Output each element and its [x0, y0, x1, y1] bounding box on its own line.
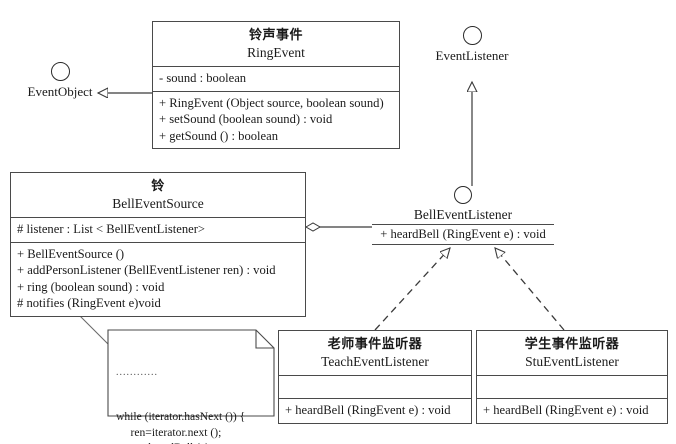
- operation-row: + setSound (boolean sound) : void: [159, 112, 333, 126]
- bell-event-source-operations: + BellEventSource () + addPersonListener…: [11, 241, 305, 316]
- event-listener-label: EventListener: [435, 48, 509, 63]
- interface-circle-icon: [50, 62, 70, 81]
- stu-event-listener-operations: + heardBell (RingEvent e) : void: [477, 398, 667, 423]
- ring-event-attributes: - sound : boolean: [153, 66, 399, 91]
- bell-event-listener-name: BellEventListener: [372, 206, 554, 225]
- operation-row: # notifies (RingEvent e)void: [17, 296, 161, 310]
- interface-bell-event-listener[interactable]: BellEventListener + heardBell (RingEvent…: [372, 186, 554, 245]
- note-content: ............ while (iterator.hasNext ())…: [116, 336, 268, 444]
- teach-event-listener-name-en: TeachEventListener: [321, 354, 429, 369]
- stu-event-listener-attributes: [477, 375, 667, 398]
- ring-event-name-cn: 铃声事件: [248, 28, 303, 43]
- class-stu-event-listener[interactable]: 学生事件监听器 StuEventListener + heardBell (Ri…: [476, 330, 668, 424]
- operation-row: + heardBell (RingEvent e) : void: [285, 403, 451, 417]
- note-code: while (iterator.hasNext ()) { ren=iterat…: [116, 410, 246, 444]
- teach-event-listener-attributes: [279, 375, 471, 398]
- teach-event-listener-name-cn: 老师事件监听器: [327, 337, 423, 352]
- operation-row: + BellEventSource (): [17, 246, 125, 261]
- note-code-snippet[interactable]: ............ while (iterator.hasNext ())…: [108, 330, 274, 444]
- edge-stulistener-realizes-belllistener: [495, 248, 565, 331]
- attribute-row: - sound : boolean: [159, 71, 247, 85]
- teach-event-listener-operations: + heardBell (RingEvent e) : void: [279, 398, 471, 423]
- stu-event-listener-header: 学生事件监听器 StuEventListener: [477, 331, 667, 375]
- bell-event-source-header: 铃 BellEventSource: [11, 173, 305, 217]
- ring-event-operations: + RingEvent (Object source, boolean soun…: [153, 90, 399, 149]
- ring-event-name-en: RingEvent: [247, 45, 305, 60]
- interface-circle-icon: [454, 186, 472, 204]
- operation-row: + addPersonListener (BellEventListener r…: [17, 263, 276, 277]
- event-object-label: EventObject: [27, 84, 93, 99]
- edge-teachlistener-realizes-belllistener: [374, 248, 450, 331]
- operation-row: + RingEvent (Object source, boolean soun…: [159, 95, 384, 110]
- note-dots: ............: [116, 367, 158, 378]
- bell-event-source-name-en: BellEventSource: [112, 196, 204, 211]
- operation-row: + heardBell (RingEvent e) : void: [372, 225, 554, 245]
- bell-event-source-name-cn: 铃: [151, 179, 165, 194]
- attribute-row: # listener : List < BellEventListener>: [17, 222, 206, 236]
- stu-event-listener-name-cn: 学生事件监听器: [524, 337, 620, 352]
- teach-event-listener-header: 老师事件监听器 TeachEventListener: [279, 331, 471, 375]
- class-teach-event-listener[interactable]: 老师事件监听器 TeachEventListener + heardBell (…: [278, 330, 472, 424]
- interface-circle-icon: [462, 26, 482, 45]
- operation-row: + ring (boolean sound) : void: [17, 279, 165, 294]
- node-event-object: EventObject: [14, 62, 106, 100]
- class-ring-event[interactable]: 铃声事件 RingEvent - sound : boolean + RingE…: [152, 21, 400, 149]
- operation-row: + getSound () : boolean: [159, 128, 279, 143]
- operation-row: + heardBell (RingEvent e) : void: [483, 403, 649, 417]
- node-event-listener: EventListener: [426, 26, 518, 64]
- stu-event-listener-name-en: StuEventListener: [525, 354, 619, 369]
- class-bell-event-source[interactable]: 铃 BellEventSource # listener : List < Be…: [10, 172, 306, 317]
- bell-event-source-attributes: # listener : List < BellEventListener>: [11, 217, 305, 242]
- ring-event-header: 铃声事件 RingEvent: [153, 22, 399, 66]
